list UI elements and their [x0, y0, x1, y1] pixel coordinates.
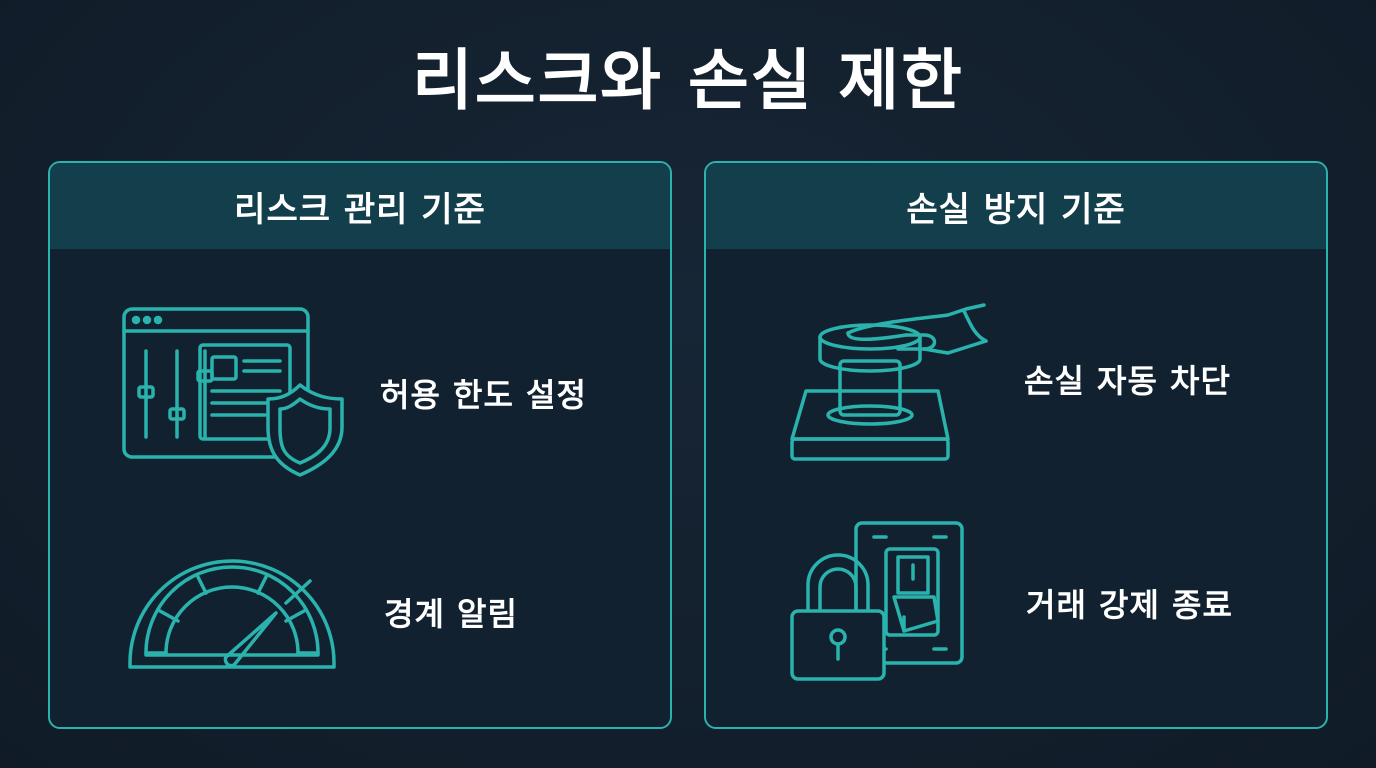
padlock-switch-icon	[788, 521, 972, 685]
risk-panel-heading: 리스크 관리 기준	[50, 163, 670, 249]
loss-panel-heading: 손실 방지 기준	[706, 163, 1326, 249]
hand-press-button-icon	[788, 293, 988, 465]
loss-prevention-panel: 손실 방지 기준	[704, 161, 1328, 729]
list-item-label: 손실 자동 차단	[1024, 362, 1231, 400]
list-item-auto-stop-loss: 손실 자동 차단	[788, 293, 1231, 465]
list-item-label: 경계 알림	[384, 595, 518, 633]
risk-management-panel: 리스크 관리 기준	[48, 161, 672, 729]
list-item-label: 거래 강제 종료	[1026, 586, 1233, 624]
list-item-warning-alert: 경계 알림	[126, 553, 518, 671]
settings-window-shield-icon	[120, 305, 350, 480]
list-item-label: 허용 한도 설정	[380, 375, 587, 414]
gauge-icon	[126, 553, 338, 671]
page-title: 리스크와 손실 제한	[412, 42, 964, 119]
list-item-allowed-limit: 허용 한도 설정	[120, 305, 587, 480]
list-item-forced-close: 거래 강제 종료	[788, 521, 1233, 685]
